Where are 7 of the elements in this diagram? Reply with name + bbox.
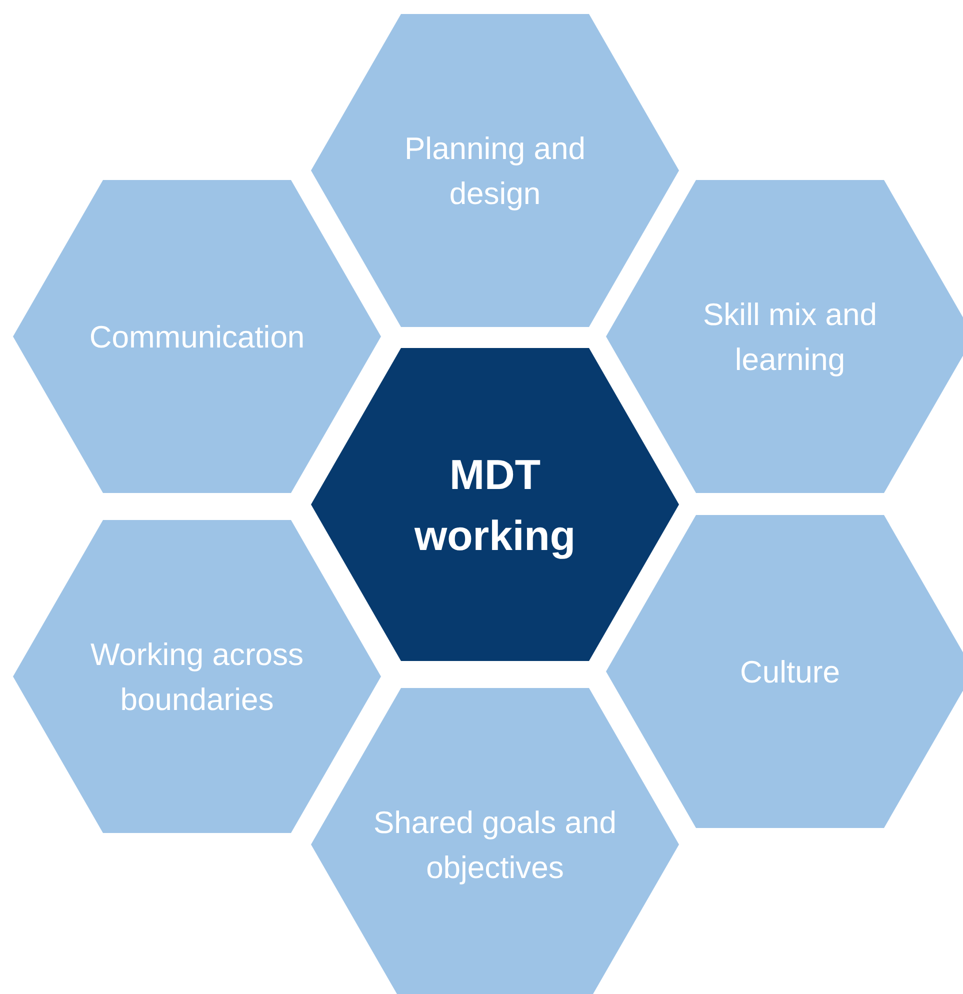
hexagon-label: Communication xyxy=(88,318,306,356)
hexagon-label: Working across boundaries xyxy=(89,636,305,718)
center-label: MDT working xyxy=(413,450,576,561)
hexagon-label: Shared goals and objectives xyxy=(372,804,618,886)
hexagon-label: Culture xyxy=(739,653,841,691)
hexagon-label: Planning and design xyxy=(404,130,586,212)
hexagon-label: Skill mix and learning xyxy=(702,296,878,378)
